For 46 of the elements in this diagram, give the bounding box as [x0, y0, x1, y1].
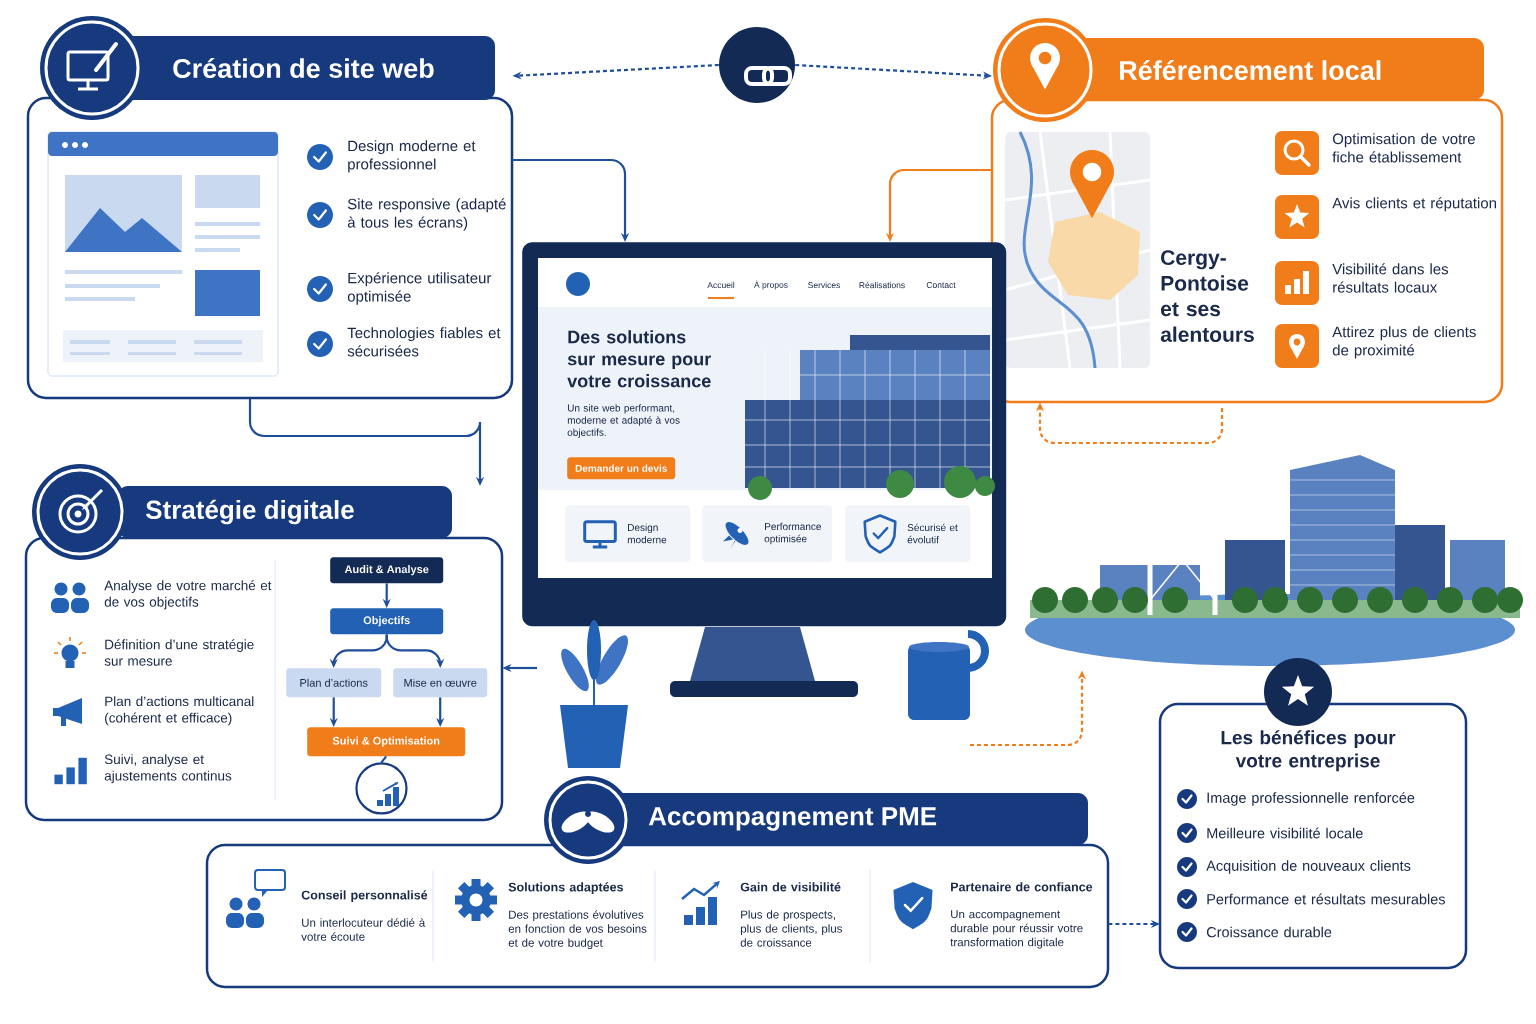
place-name: Cergy-Pontoise et ses alentours [1160, 250, 1254, 342]
process-box: Audit & Analyse [330, 557, 444, 584]
city-drawing [1025, 455, 1523, 666]
feature-text: Site responsive (adapté à tous les écrans) [347, 198, 506, 231]
chart-circle-icon [355, 762, 408, 815]
nav-link: Services [808, 281, 840, 289]
feature-text: Visibilité dans les résultats locaux [1332, 263, 1449, 293]
benefit-text: Croissance durable [1206, 926, 1332, 938]
feature-text: Optimisation de votre fiche établissement [1332, 133, 1475, 163]
column-heading: Solutions adaptées [508, 882, 623, 894]
strategy-text: Définition d’une stratégie sur mesure [104, 639, 254, 666]
column-text: Un interlocuteur dédié à votre écoute [301, 918, 426, 941]
feature-text: Avis clients et réputation [1332, 197, 1496, 212]
nav-link: Accueil [707, 281, 735, 289]
strategy-text: Suivi, analyse et ajustements continus [104, 754, 232, 784]
hero-text: Un site web performant, moderne et adapté à vos objectifs. [567, 404, 680, 438]
feature-card: Sécurisé et évolutif [845, 505, 971, 563]
nav-link: Contact [926, 282, 956, 288]
feature-text: Design moderne et professionnel [348, 140, 476, 173]
benefit-text: Acquisition de nouveaux clients [1206, 860, 1411, 874]
feature-card: Design moderne [565, 505, 691, 563]
nav-link: Réalisations [859, 281, 905, 289]
process-box: Suivi & Optimisation [307, 727, 466, 757]
process-box: Objectifs [330, 608, 444, 635]
feature-text: Technologies fiables et sécurisées [347, 327, 501, 357]
feature-card: Performance optimisée [702, 505, 833, 563]
column-heading: Conseil personnalisé [301, 890, 428, 902]
column-text: Des prestations évolutives en fonction de vos besoins et de votre budget [508, 910, 647, 950]
header-tab: Stratégie digitale [118, 486, 452, 538]
cta-button: Demander un devis [567, 457, 676, 480]
benefit-text: Meilleure visibilité locale [1207, 827, 1363, 839]
benefit-text: Image professionnelle renforcée [1207, 792, 1415, 806]
column-heading: Partenaire de confiance [951, 882, 1093, 892]
process-box: Mise en œuvre [393, 668, 488, 698]
nav-link: À propos [754, 280, 788, 290]
strategy-text: Plan d’actions multicanal (cohérent et efficace) [105, 696, 254, 726]
feature-text: Expérience utilisateur optimisée [347, 272, 492, 305]
process-box: Plan d’actions [286, 668, 382, 698]
column-text: Un accompagnement durable pour réussir votre transformation digitale [950, 910, 1083, 949]
column-heading: Gain de visibilité [740, 882, 841, 892]
feature-text: Attirez plus de clients de proximité [1332, 326, 1476, 359]
strategy-text: Analyse de votre marché et de vos objectifs [104, 580, 272, 610]
column-text: Plus de prospects, plus de clients, plus de croissance [740, 910, 843, 947]
benefit-text: Performance et résultats mesurables [1207, 893, 1445, 905]
panel-title: Les bénéfices pour votre entreprise [1221, 730, 1396, 772]
headline: Des solutions sur mesure pour votre croissance [567, 330, 711, 388]
